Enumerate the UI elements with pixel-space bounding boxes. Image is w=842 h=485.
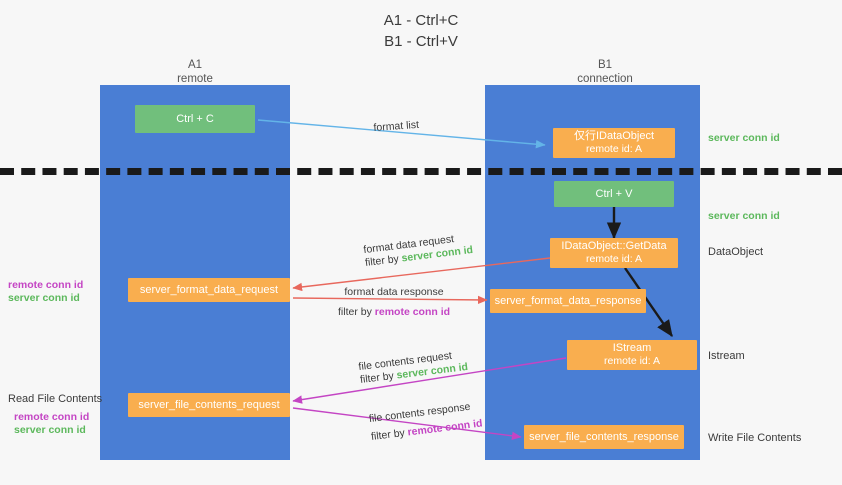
column-b1-sub: connection <box>577 73 633 85</box>
annotation-server-conn-id-left-bottom: server conn id <box>14 424 86 436</box>
filter-prefix: filter by <box>370 426 409 444</box>
node-server-file-contents-request-label: server_file_contents_request <box>138 398 280 411</box>
node-server-file-contents-request[interactable]: server_file_contents_request <box>128 393 290 417</box>
annotation-left-conn-ids-top: remote conn id server conn id <box>8 279 83 305</box>
node-idataobject-line1: 仅行IDataObject <box>573 130 655 142</box>
edge-label-format-data-request-group: format data request filter by server con… <box>363 231 474 270</box>
edge-label-file-contents-request-group: file contents request filter by server c… <box>358 348 469 387</box>
annotation-server-conn-id-top: server conn id <box>708 132 780 144</box>
column-b1-name: B1 <box>597 59 613 71</box>
annotation-istream: Istream <box>708 350 745 362</box>
node-server-format-data-response[interactable]: server_format_data_response <box>490 289 646 313</box>
node-ctrl-v-label: Ctrl + V <box>595 187 633 200</box>
column-a1-name: A1 <box>187 59 203 71</box>
node-idataobject[interactable]: 仅行IDataObject remote id: A <box>553 128 675 158</box>
node-getdata-line2: remote id: A <box>585 253 643 265</box>
edge-label-format-data-response: format data response <box>344 286 444 298</box>
annotation-write-file-contents: Write File Contents <box>708 432 802 444</box>
node-server-file-contents-response-label: server_file_contents_response <box>529 430 679 443</box>
node-server-format-data-request[interactable]: server_format_data_request <box>128 278 290 302</box>
node-istream-line1: IStream <box>612 342 652 354</box>
title-line-1: A1 - Ctrl+C <box>383 12 459 29</box>
node-istream-line2: remote id: A <box>603 355 661 367</box>
column-header-a1: A1 remote <box>135 58 255 86</box>
edge-label-file-contents-response-group: file contents response filter by remote … <box>368 400 483 444</box>
filter-value-remote-conn-id: remote conn id <box>374 306 451 318</box>
edge-label-format-data-response-filter: filter by remote conn id <box>338 306 450 319</box>
node-istream[interactable]: IStream remote id: A <box>567 340 697 370</box>
node-server-format-data-response-label: server_format_data_response <box>494 294 642 307</box>
node-idataobject-line2: remote id: A <box>585 143 643 155</box>
node-getdata-line1: IDataObject::GetData <box>561 240 667 252</box>
title-line-2: B1 - Ctrl+V <box>384 33 458 50</box>
node-ctrl-c[interactable]: Ctrl + C <box>135 105 255 133</box>
annotation-read-file-contents: Read File Contents <box>8 393 103 405</box>
phase-separator <box>0 168 842 175</box>
annotation-dataobject: DataObject <box>708 246 764 258</box>
filter-prefix: filter by <box>338 306 375 318</box>
node-server-file-contents-response[interactable]: server_file_contents_response <box>524 425 684 449</box>
column-header-b1: B1 connection <box>535 58 675 86</box>
filter-value-remote-conn-id: remote conn id <box>406 417 484 439</box>
annotation-left-conn-ids-bottom: remote conn id server conn id <box>14 411 89 437</box>
annotation-server-conn-id-left-top: server conn id <box>8 292 80 304</box>
diagram-title: A1 - Ctrl+C B1 - Ctrl+V <box>0 10 842 52</box>
annotation-remote-conn-id-top: remote conn id <box>8 279 84 291</box>
column-a1-sub: remote <box>177 73 213 85</box>
node-ctrl-v[interactable]: Ctrl + V <box>554 181 674 207</box>
edge-label-format-data-response-group: format data response filter by remote co… <box>338 286 450 319</box>
node-ctrl-c-label: Ctrl + C <box>176 112 214 125</box>
node-idataobject-getdata[interactable]: IDataObject::GetData remote id: A <box>550 238 678 268</box>
annotation-server-conn-id-mid: server conn id <box>708 210 780 222</box>
edge-label-format-list: format list <box>373 118 420 135</box>
node-server-format-data-request-label: server_format_data_request <box>139 283 279 296</box>
annotation-remote-conn-id-bottom: remote conn id <box>14 411 90 423</box>
